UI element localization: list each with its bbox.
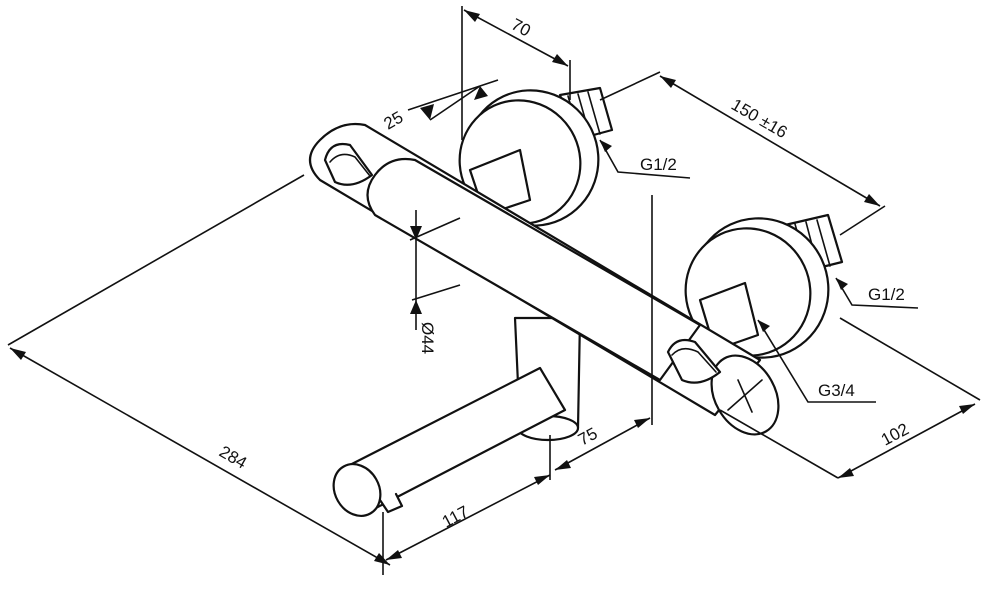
- dimension-d44: Ø44: [409, 210, 461, 354]
- spout: [332, 316, 582, 517]
- callout-g12-top: G1/2: [599, 139, 691, 179]
- dimension-117-label: 117: [439, 502, 472, 532]
- callout-g34-label: G3/4: [818, 381, 855, 400]
- dimension-284: 284: [7, 174, 391, 575]
- dimension-102-label: 102: [878, 419, 912, 449]
- right-wall-connection: [684, 213, 844, 359]
- dimension-25-label: 25: [381, 108, 407, 134]
- callout-g12-right: G1/2: [835, 277, 919, 309]
- dimension-150: 150 ±16: [599, 71, 886, 236]
- dimension-d44-label: Ø44: [418, 322, 437, 354]
- callout-g12-right-label: G1/2: [868, 285, 905, 304]
- callout-g34: G3/4: [757, 319, 876, 403]
- mixer-body: [308, 122, 780, 436]
- callout-g12-top-label: G1/2: [640, 155, 677, 174]
